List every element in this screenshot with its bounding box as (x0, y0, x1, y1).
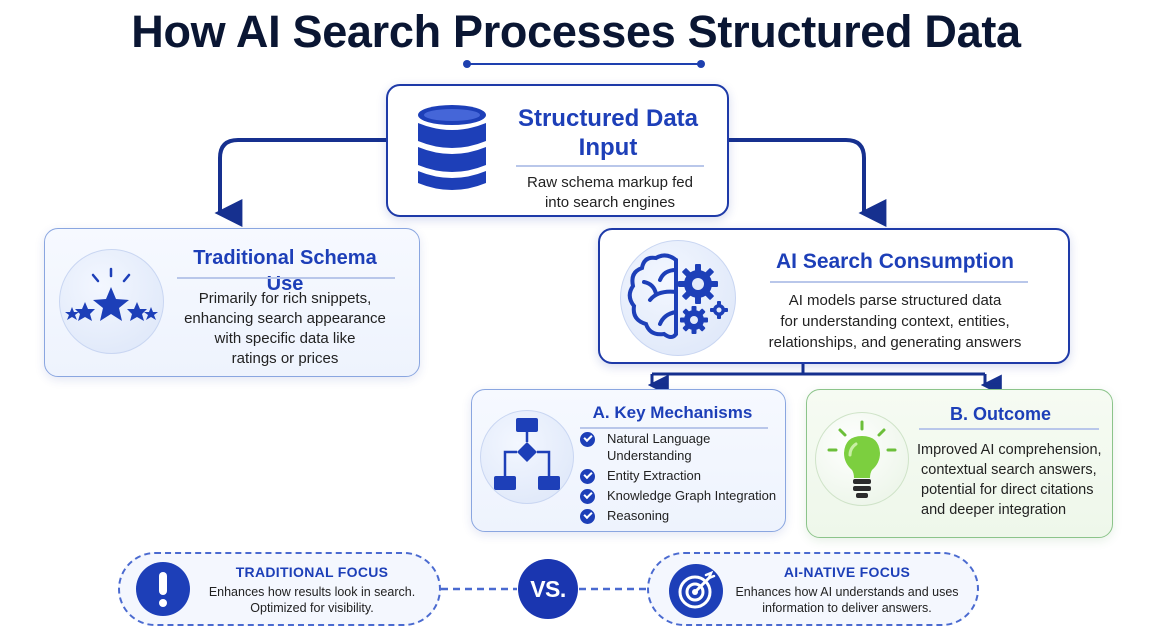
list-item: Reasoning (580, 507, 790, 524)
traditional-card-line2: enhancing search appearance (184, 310, 386, 327)
check-circle-icon (580, 489, 595, 504)
ai-card-line1: AI models parse structured data (788, 292, 1002, 309)
input-card-title-line1: Structured Data (517, 105, 699, 132)
outcome-card-line4: and deeper integration (921, 502, 1067, 518)
mechanisms-card-divider (580, 427, 768, 429)
outcome-card-line2: contextual search answers, (921, 462, 1097, 478)
list-item: Knowledge Graph Integration (580, 487, 790, 504)
traditional-focus-line2: Optimized for visibility. (250, 601, 374, 615)
input-card-title-line2: Input (578, 134, 638, 161)
traditional-icon-circle (59, 249, 164, 354)
input-card-divider (516, 165, 704, 167)
ai-card-line3: relationships, and generating answers (768, 334, 1022, 351)
outcome-card: B. Outcome Improved AI comprehension, co… (806, 389, 1113, 538)
traditional-card-line4: ratings or prices (231, 350, 339, 367)
ai-card-line2: for understanding context, entities, (780, 313, 1010, 330)
title-underline (467, 63, 701, 65)
traditional-focus-pill: TRADITIONAL FOCUS Enhances how results l… (118, 552, 441, 626)
outcome-card-line3: potential for direct citations (921, 482, 1094, 498)
mechanisms-card-title: A. Key Mechanisms (592, 403, 753, 422)
check-circle-icon (580, 509, 595, 524)
traditional-focus-line1: Enhances how results look in search. (208, 585, 416, 599)
mechanism-item-2: Entity Extraction (607, 468, 701, 483)
outcome-card-title: B. Outcome (949, 404, 1051, 424)
database-icon (418, 105, 486, 190)
ai-card-divider (770, 281, 1028, 283)
arrow-to-ai (729, 138, 887, 227)
outcome-card-divider (919, 428, 1099, 430)
traditional-card-line1: Primarily for rich snippets, (198, 290, 372, 307)
star-rating-icon (65, 267, 158, 321)
lightbulb-icon (827, 420, 897, 498)
mechanism-item-3: Knowledge Graph Integration (607, 488, 777, 503)
flowchart-icon (494, 418, 560, 490)
check-circle-icon (580, 432, 595, 447)
input-card-text-line2: into search engines (544, 194, 676, 211)
title-rule-dot-right (697, 60, 705, 68)
exclamation-icon (136, 562, 190, 616)
outcome-card-line1: Improved AI comprehension, (917, 442, 1102, 458)
input-card-text-line1: Raw schema markup fed (527, 174, 693, 191)
ai-native-focus-pill: AI-NATIVE FOCUS Enhances how AI understa… (647, 552, 979, 626)
vs-badge: VS. (518, 559, 578, 619)
mechanism-item-4: Reasoning (607, 508, 670, 523)
brain-gear-icon (627, 253, 728, 339)
mechanism-item-1-line1: Natural Language (607, 431, 711, 446)
page-title: How AI Search Processes Structured Data (131, 6, 1021, 57)
list-item: Entity Extraction (580, 467, 790, 484)
mechanism-item-1-line2: Understanding (607, 448, 692, 463)
check-circle-icon (580, 469, 595, 484)
traditional-schema-card: Traditional Schema Use Primarily for ric… (44, 228, 420, 377)
traditional-card-divider (177, 277, 395, 279)
ai-native-focus-title: AI-NATIVE FOCUS (783, 564, 911, 580)
ai-card-title: AI Search Consumption (775, 250, 1015, 273)
input-card: Structured Data Input Raw schema markup … (386, 84, 729, 217)
ai-native-focus-line1: Enhances how AI understands and uses (735, 585, 959, 599)
traditional-card-line3: with specific data like (214, 330, 356, 347)
key-mechanisms-card: A. Key Mechanisms (471, 389, 786, 532)
ai-native-focus-line2: information to deliver answers. (762, 601, 932, 615)
target-icon (669, 564, 723, 618)
ai-search-card: AI Search Consumption AI models parse st… (598, 228, 1070, 364)
traditional-card-title: Traditional Schema Use (193, 247, 377, 295)
arrow-to-branches (652, 364, 985, 376)
traditional-focus-title: TRADITIONAL FOCUS (235, 564, 389, 580)
arrow-to-traditional (214, 138, 386, 227)
